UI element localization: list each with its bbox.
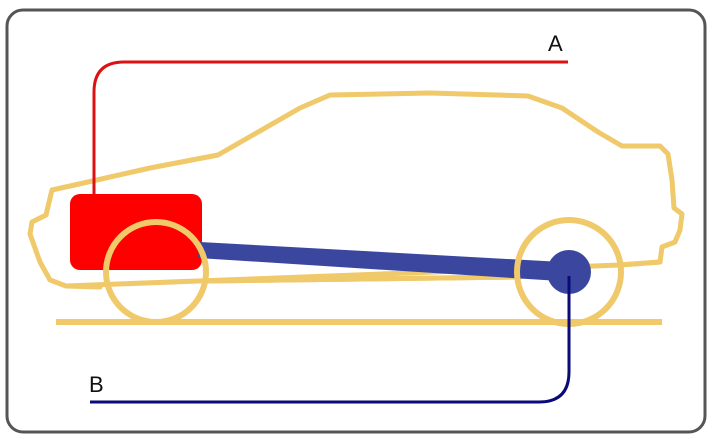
callout-line-b xyxy=(90,276,571,404)
label-a: A xyxy=(548,31,563,56)
label-b: B xyxy=(89,372,104,397)
driveshaft xyxy=(198,242,562,281)
engine-block xyxy=(70,194,202,270)
diagram-border xyxy=(5,8,707,434)
callout-line-a xyxy=(92,60,568,196)
rear-differential xyxy=(547,250,591,294)
car-body-lower-edge xyxy=(202,259,663,284)
front-wheel xyxy=(103,219,209,325)
